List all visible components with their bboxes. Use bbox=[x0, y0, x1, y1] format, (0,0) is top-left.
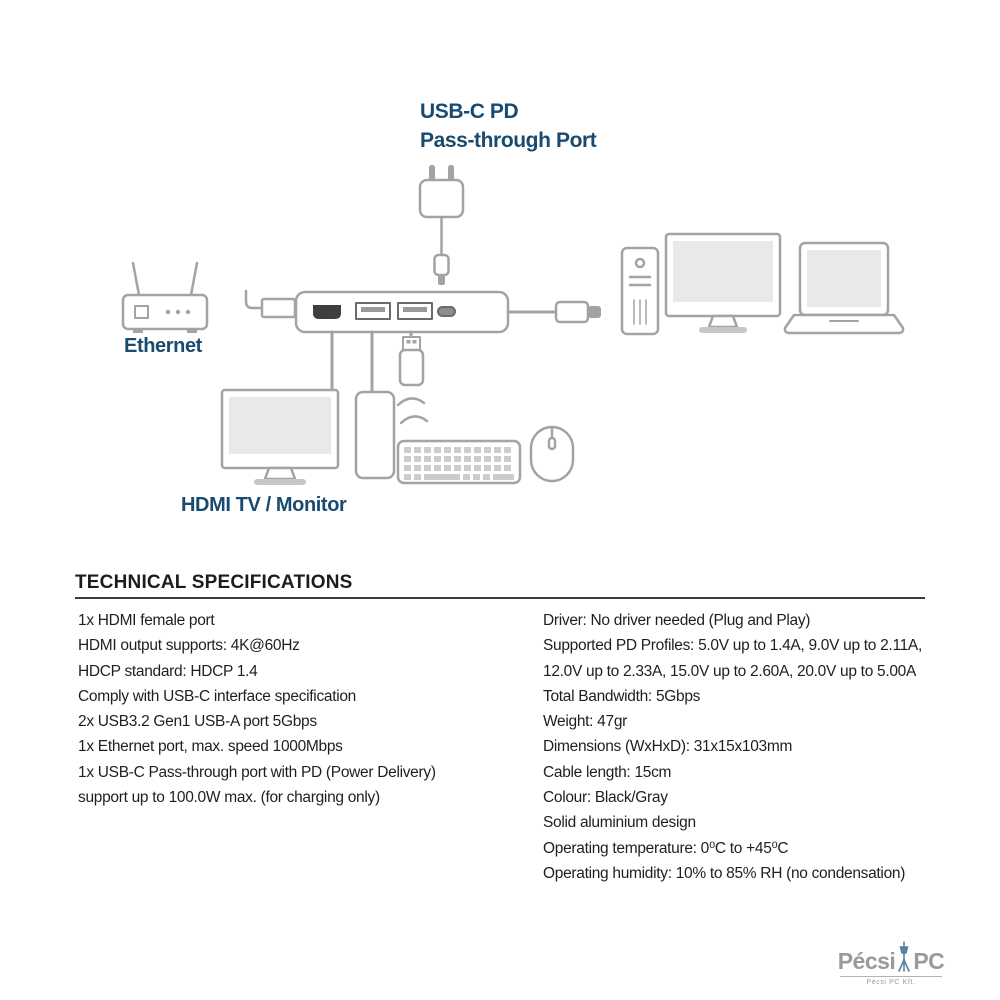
logo-text-part1: Pécsi bbox=[837, 948, 896, 974]
tablet-icon bbox=[354, 390, 396, 480]
pecsipc-logo: Pécsi PC Pécsi PC Kft. bbox=[838, 941, 945, 986]
hdmi-tv-label: HDMI TV / Monitor bbox=[181, 494, 347, 516]
ethernet-cable-icon bbox=[244, 289, 297, 319]
desktop-tower-icon bbox=[620, 246, 660, 336]
wireless-waves-icon bbox=[396, 397, 429, 425]
spec-line: 1x HDMI female port bbox=[78, 612, 215, 629]
usbc-pd-port-label: USB-C PD Pass-through Port bbox=[420, 97, 597, 155]
specs-right-column: Driver: No driver needed (Plug and Play)… bbox=[543, 608, 922, 886]
hdmi-tv-icon bbox=[220, 388, 340, 485]
pecsipc-logo-wordmark: Pécsi PC bbox=[838, 941, 945, 973]
specs-heading-rule bbox=[75, 597, 925, 599]
spec-line: 12.0V up to 2.33A, 15.0V up to 2.60A, 20… bbox=[543, 662, 917, 680]
usbc-pd-label-line1: USB-C PD bbox=[420, 100, 519, 123]
spec-line: Colour: Black/Gray bbox=[543, 789, 668, 807]
spec-line: HDMI output supports: 4K@60Hz bbox=[78, 637, 300, 655]
usb-receiver-icon bbox=[398, 336, 425, 387]
laptop-icon bbox=[783, 241, 905, 335]
ethernet-label: Ethernet bbox=[124, 335, 202, 357]
spec-line: Total Bandwidth: 5Gbps bbox=[543, 687, 701, 705]
spec-line: Operating humidity: 10% to 85% RH (no co… bbox=[543, 864, 906, 882]
keyboard-icon bbox=[396, 439, 522, 485]
logo-divider bbox=[840, 976, 942, 977]
mouse-icon bbox=[529, 425, 575, 483]
spec-line: 2x USB3.2 Gen1 USB-A port 5Gbps bbox=[78, 713, 317, 731]
power-plug-icon bbox=[418, 165, 465, 285]
spec-line: Dimensions (WxHxD): 31x15x103mm bbox=[543, 738, 793, 756]
usbc-pd-label-line2: Pass-through Port bbox=[420, 129, 597, 152]
spec-line: Operating temperature: 0⁰C to +45⁰C bbox=[543, 839, 789, 857]
router-icon bbox=[121, 261, 209, 333]
spec-line: support up to 100.0W max. (for charging … bbox=[78, 789, 380, 807]
spec-line: Supported PD Profiles: 5.0V up to 1.4A, … bbox=[543, 637, 922, 655]
usbc-cable-icon bbox=[506, 300, 601, 324]
usb-hub-icon bbox=[294, 290, 510, 334]
spec-line: 1x Ethernet port, max. speed 1000Mbps bbox=[78, 738, 343, 756]
logo-text-part2: PC bbox=[913, 948, 945, 974]
spec-line: Comply with USB-C interface specificatio… bbox=[78, 687, 357, 705]
spec-line: HDCP standard: HDCP 1.4 bbox=[78, 662, 258, 680]
desktop-monitor-icon bbox=[664, 232, 782, 333]
specs-left-column: 1x HDMI female port HDMI output supports… bbox=[78, 608, 436, 810]
spec-line: Solid aluminium design bbox=[543, 814, 696, 832]
spec-line: 1x USB-C Pass-through port with PD (Powe… bbox=[78, 763, 436, 781]
spec-line: Cable length: 15cm bbox=[543, 763, 672, 781]
spec-line: Weight: 47gr bbox=[543, 713, 627, 731]
connection-diagram bbox=[121, 165, 905, 485]
spec-line: Driver: No driver needed (Plug and Play) bbox=[543, 612, 811, 629]
tv-tower-icon bbox=[898, 941, 911, 972]
logo-subtext: Pécsi PC Kft. bbox=[866, 979, 916, 986]
specs-heading: TECHNICAL SPECIFICATIONS bbox=[75, 572, 353, 593]
